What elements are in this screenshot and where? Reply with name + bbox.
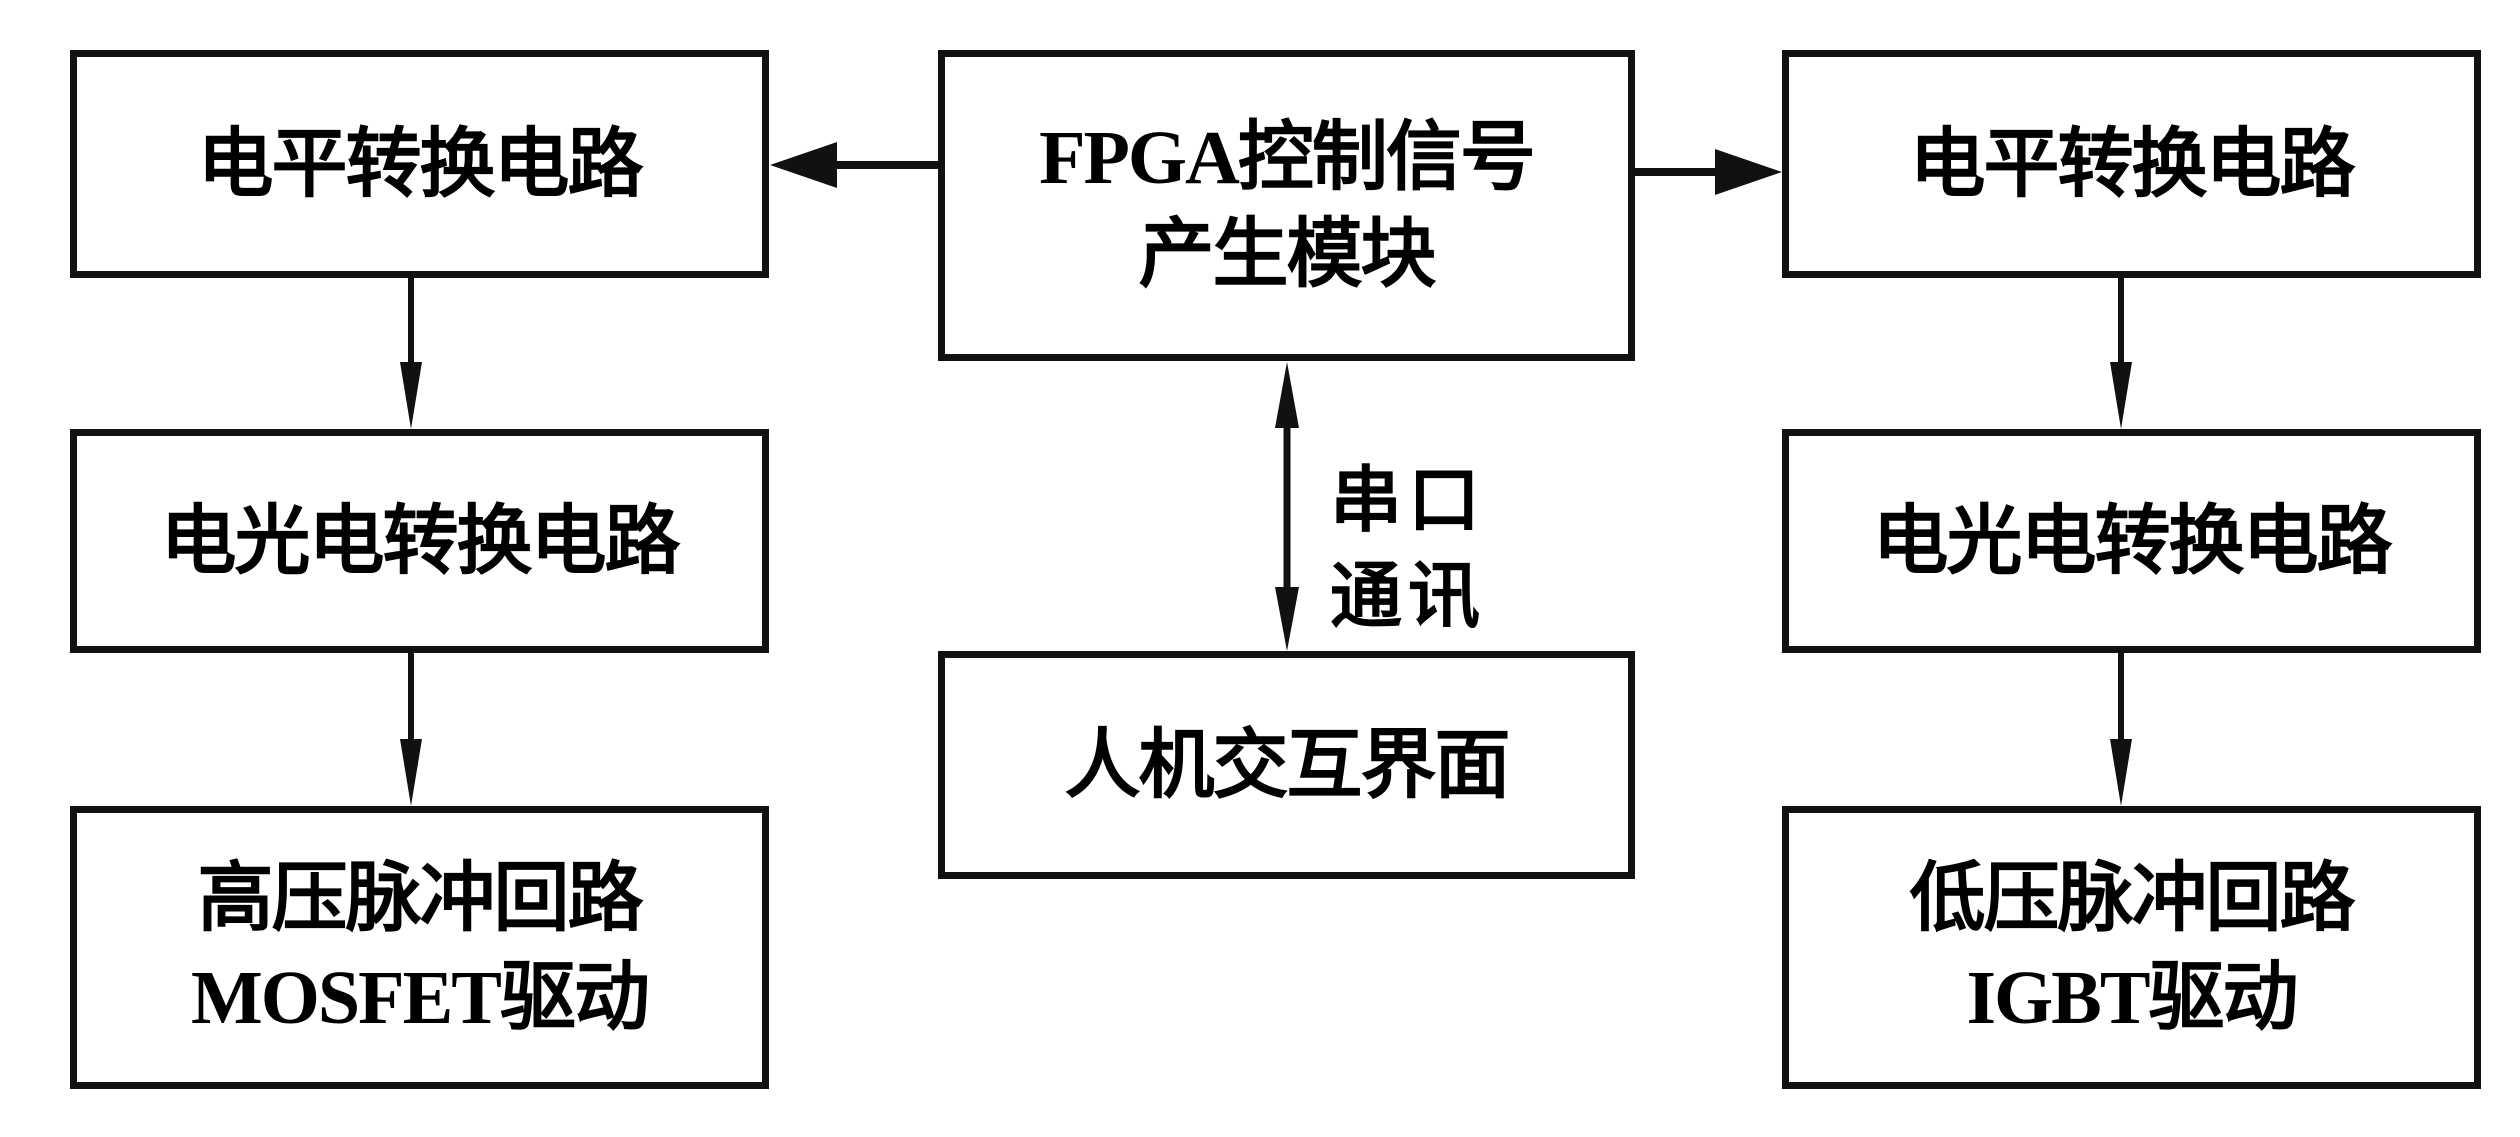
arrowhead-down-icon xyxy=(1275,587,1299,651)
edge-left-eoe-to-driver xyxy=(400,653,422,806)
node-label-line-1: 低压脉冲回路 xyxy=(1909,852,2356,942)
edge-left-level-shift-to-eoe xyxy=(400,278,422,429)
node-label-line-1: 高压脉冲回路 xyxy=(197,852,644,942)
edge-fpga-to-right-level-shift xyxy=(1635,149,1782,195)
arrowhead-down-icon xyxy=(2110,362,2132,429)
node-left-electro-optical-electrical-circuit: 电光电转换电路 xyxy=(70,429,769,653)
node-label-line-2: IGBT驱动 xyxy=(1966,955,2298,1040)
serial-communication-label: 串口 通讯 xyxy=(1330,452,1486,644)
node-label-line-2: MOSFET驱动 xyxy=(191,955,650,1040)
arrowhead-down-icon xyxy=(2110,739,2132,806)
node-label-line-1: FPGA控制信号 xyxy=(1039,115,1536,200)
arrowhead-left-icon xyxy=(770,142,837,188)
node-label: 电平转换电路 xyxy=(1909,119,2356,208)
node-label: 电平转换电路 xyxy=(197,119,644,208)
node-human-machine-interface: 人机交互界面 xyxy=(938,651,1635,879)
node-label: 电光电转换电路 xyxy=(1872,496,2393,585)
edge-right-level-shift-to-eoe xyxy=(2110,278,2132,429)
node-label-line-2: 产生模块 xyxy=(1138,208,1437,298)
edge-fpga-to-left-level-shift xyxy=(770,142,938,188)
node-right-electro-optical-electrical-circuit: 电光电转换电路 xyxy=(1782,429,2481,653)
node-low-voltage-igbt-driver: 低压脉冲回路 IGBT驱动 xyxy=(1782,806,2481,1089)
arrowhead-down-icon xyxy=(400,739,422,806)
arrowhead-down-icon xyxy=(400,362,422,429)
edge-fpga-hmi-serial xyxy=(1275,362,1299,651)
node-high-voltage-mosfet-driver: 高压脉冲回路 MOSFET驱动 xyxy=(70,806,769,1089)
node-left-level-shift-circuit: 电平转换电路 xyxy=(70,50,769,278)
edge-right-eoe-to-driver xyxy=(2110,653,2132,806)
node-fpga-control-signal-module: FPGA控制信号 产生模块 xyxy=(938,50,1635,361)
arrowhead-up-icon xyxy=(1275,362,1299,428)
node-label: 人机交互界面 xyxy=(1064,720,1511,809)
edge-label-line-1: 串口 xyxy=(1330,457,1487,542)
arrowhead-right-icon xyxy=(1715,149,1782,195)
node-right-level-shift-circuit: 电平转换电路 xyxy=(1782,50,2481,278)
edge-label-line-2: 通讯 xyxy=(1330,553,1487,638)
node-label: 电光电转换电路 xyxy=(160,496,681,585)
